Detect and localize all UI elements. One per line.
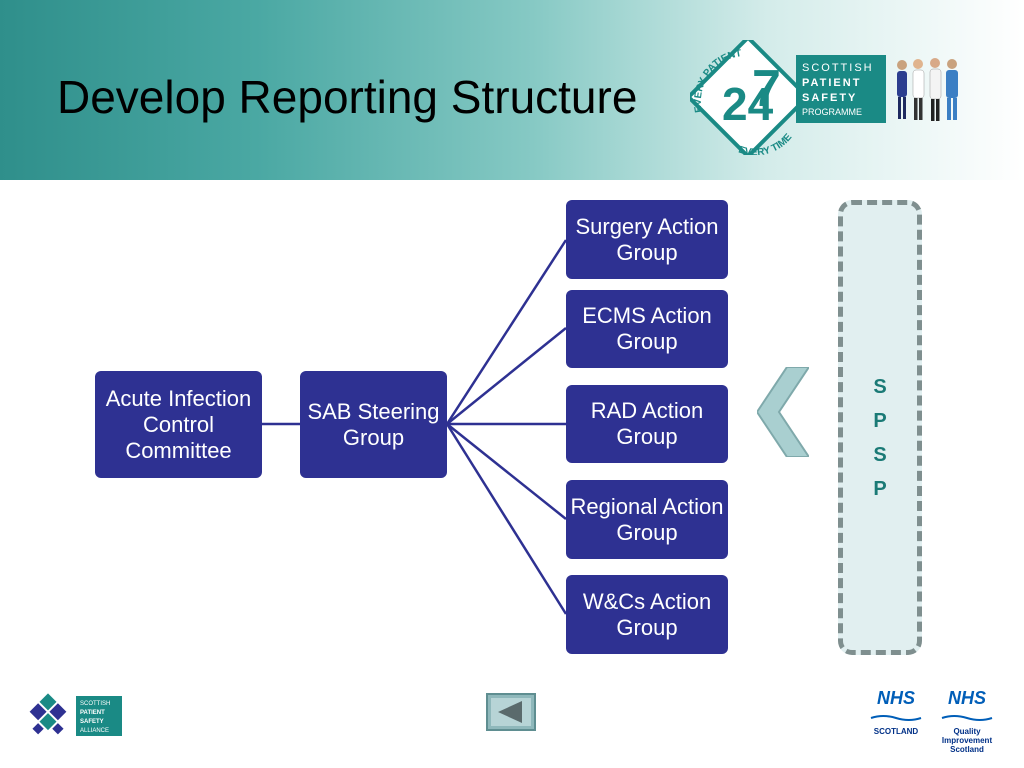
- nhs-scotland-logo: NHS SCOTLAND: [866, 688, 926, 736]
- connector-hub-ecms: [446, 327, 567, 425]
- acute-infection-control-committee-box: Acute Infection Control Committee: [95, 371, 262, 478]
- regional-action-group-box: Regional Action Group: [566, 480, 728, 559]
- healthcare-staff-image: [897, 58, 958, 121]
- nhs-sub-text: Improvement: [941, 736, 993, 745]
- connector-hub-wcs: [445, 423, 568, 615]
- nhs-logos: NHS SCOTLAND NHS Quality Improvement Sco…: [866, 688, 998, 754]
- spsp-letter: P: [873, 410, 887, 432]
- alliance-line-2: PATIENT: [80, 710, 105, 716]
- spsp-letter: S: [873, 376, 887, 398]
- saltire-wave-icon: [941, 715, 993, 721]
- nhs-quality-improvement-logo: NHS Quality Improvement Scotland: [936, 688, 998, 754]
- spsp-side-panel: S P S P: [838, 200, 922, 655]
- spsp-programme-logo: EVERY PATIENT EVERY TIME 24 7 SCOTTISH P…: [690, 40, 886, 155]
- sab-steering-group-box: SAB Steering Group: [300, 371, 447, 478]
- patient-safety-alliance-logo: SCOTTISH PATIENT SAFETY ALLIANCE: [29, 693, 122, 736]
- spsp-24-text: 24: [722, 78, 774, 130]
- rad-action-group-box: RAD Action Group: [566, 385, 728, 463]
- nhs-sub-text: Scotland: [950, 745, 984, 754]
- alliance-line-1: SCOTTISH: [80, 701, 110, 707]
- spsp-line-1: SCOTTISH: [802, 62, 874, 74]
- alliance-line-4: ALLIANCE: [80, 728, 109, 734]
- spsp-line-2: PATIENT: [802, 77, 861, 89]
- spsp-7-text: 7: [752, 60, 781, 118]
- back-triangle-icon: [498, 701, 522, 723]
- page-title: Develop Reporting Structure: [57, 71, 638, 123]
- saltire-wave-icon: [870, 715, 922, 721]
- spsp-line-4: PROGRAMME: [802, 107, 862, 117]
- nhs-badge: NHS: [947, 688, 986, 708]
- wcs-action-group-box: W&Cs Action Group: [566, 575, 728, 654]
- nhs-badge: NHS: [876, 688, 915, 708]
- nhs-sub-text: Quality: [953, 727, 981, 736]
- chevron-left-icon: [757, 367, 809, 457]
- nhs-sub-text: SCOTLAND: [873, 727, 919, 736]
- spsp-vertical-label: S P S P: [843, 370, 917, 506]
- back-button[interactable]: [486, 693, 536, 731]
- ecms-action-group-box: ECMS Action Group: [566, 290, 728, 368]
- surgery-action-group-box: Surgery Action Group: [566, 200, 728, 279]
- connector-hub-surgery: [445, 239, 568, 425]
- connector-hub-regional: [446, 423, 567, 520]
- spsp-letter: S: [873, 444, 887, 466]
- alliance-line-3: SAFETY: [80, 719, 104, 725]
- spsp-letter: P: [873, 478, 887, 500]
- spsp-line-3: SAFETY: [802, 92, 857, 104]
